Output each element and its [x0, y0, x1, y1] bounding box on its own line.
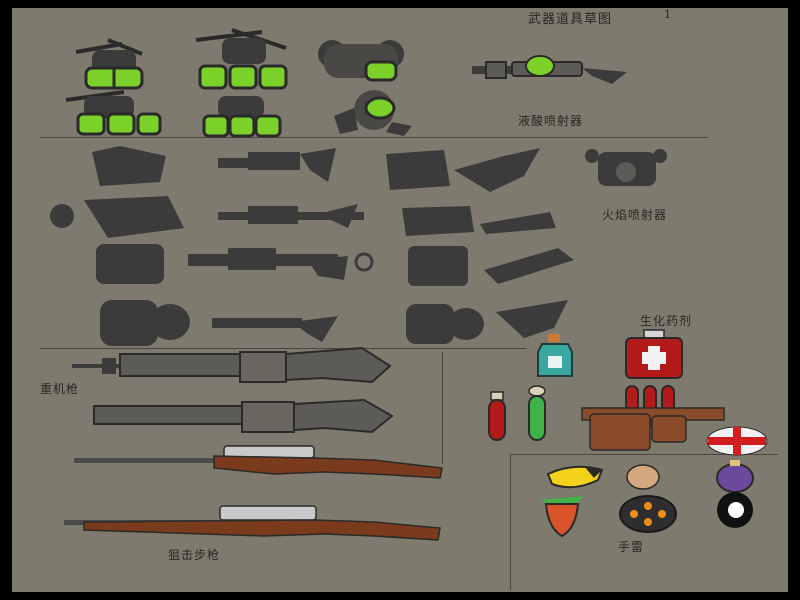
- divider-vertical: [442, 352, 443, 464]
- divider-grenade-vertical: [510, 454, 511, 590]
- flamethrower-icon: [188, 248, 374, 280]
- test-tube-icon: [528, 385, 546, 441]
- label-flamethrower: 火焰喷射器: [602, 208, 668, 222]
- label-sniper-rifle: 狙击步枪: [168, 548, 221, 562]
- label-grenade: 手雷: [618, 540, 645, 554]
- divider-flame-lower: [40, 348, 526, 349]
- sheet-title: 武器道具草图: [528, 12, 613, 27]
- divider-acid-flame: [40, 137, 708, 138]
- strawberry-grenade-icon: [540, 496, 584, 538]
- red-cross-icon: [706, 426, 768, 456]
- divider-grenade-top: [510, 454, 778, 455]
- mine-grenade-icon: [619, 495, 677, 533]
- potion-bottle-icon: [537, 334, 573, 377]
- flame-tank-icon: [92, 146, 166, 186]
- egg-grenade-icon: [626, 464, 660, 490]
- flame-tank-icon: [406, 300, 568, 344]
- flame-tank-icon: [96, 244, 164, 284]
- machine-gun-icon: [93, 398, 394, 434]
- acid-tank-icon: [75, 38, 144, 90]
- flame-tank-icon: [100, 300, 190, 346]
- medkit-icon: [625, 329, 683, 379]
- eight-ball-grenade-icon: [716, 460, 754, 528]
- acid-gun-icon: [472, 55, 627, 84]
- flame-tank-icon: [50, 196, 184, 238]
- label-acid-sprayer: 液酸喷射器: [518, 114, 584, 128]
- label-heavy-machine-gun: 重机枪: [40, 382, 80, 396]
- acid-tank-icon: [65, 90, 162, 136]
- acid-tank-icon: [195, 28, 288, 90]
- flame-tank-icon: [585, 149, 667, 186]
- vial-belt-icon: [581, 385, 725, 451]
- concept-sheet: 武器道具草图 1: [12, 8, 788, 592]
- flamethrower-icon: [218, 148, 336, 182]
- acid-tank-icon: [202, 96, 282, 138]
- sniper-rifle-icon: [74, 445, 443, 479]
- flamethrower-icon: [218, 204, 364, 228]
- test-tube-icon: [488, 391, 506, 441]
- sniper-rifle-icon: [64, 505, 441, 541]
- banana-grenade-icon: [546, 465, 604, 489]
- flamethrower-icon: [408, 246, 574, 286]
- flamethrower-icon: [212, 316, 338, 342]
- machine-gun-icon: [72, 346, 392, 384]
- page-number: 1: [664, 8, 672, 21]
- label-biochem: 生化药剂: [640, 314, 693, 328]
- acid-tank-icon: [318, 40, 404, 82]
- flamethrower-icon: [402, 206, 556, 236]
- flamethrower-icon: [386, 148, 540, 192]
- acid-tank-icon: [334, 90, 412, 136]
